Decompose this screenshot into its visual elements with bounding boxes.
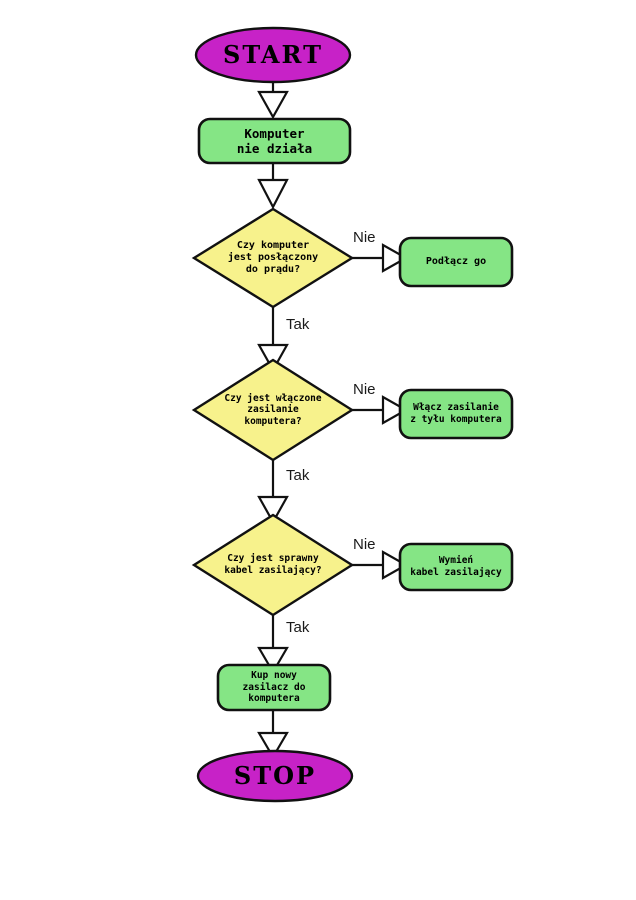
process-buy-psu-shape <box>216 663 332 712</box>
process-plug-in-shape <box>398 236 514 288</box>
process-problem-shape <box>197 117 352 165</box>
edge-label-yes-1: Tak <box>286 316 310 333</box>
process-replace-cable-shape <box>398 542 514 592</box>
arrowhead-down-yes1 <box>257 343 289 373</box>
edge-label-no-2: Nie <box>353 381 376 398</box>
decision-cable-ok-shape <box>191 513 355 617</box>
terminator-stop-shape <box>196 749 354 803</box>
decision-plugged-shape <box>191 207 355 309</box>
connector-lines <box>271 76 383 733</box>
edge-label-no-3: Nie <box>353 536 376 553</box>
arrowhead-down-stop <box>257 731 289 760</box>
arrowheads <box>257 90 409 760</box>
arrowhead-down-start <box>257 90 289 120</box>
arrowhead-down-yes2 <box>257 495 289 525</box>
edge-label-no-1: Nie <box>353 229 376 246</box>
process-switch-on-shape <box>398 388 514 440</box>
arrowhead-down-problem <box>257 178 289 210</box>
decision-power-on-shape <box>191 358 355 462</box>
edge-label-yes-2: Tak <box>286 467 310 484</box>
terminator-start-shape <box>194 26 352 84</box>
arrowhead-right-no2 <box>381 395 409 425</box>
edge-label-yes-3: Tak <box>286 619 310 636</box>
arrowhead-right-no1 <box>381 243 409 273</box>
arrowhead-right-no3 <box>381 550 409 580</box>
arrowhead-down-yes3 <box>257 646 289 675</box>
